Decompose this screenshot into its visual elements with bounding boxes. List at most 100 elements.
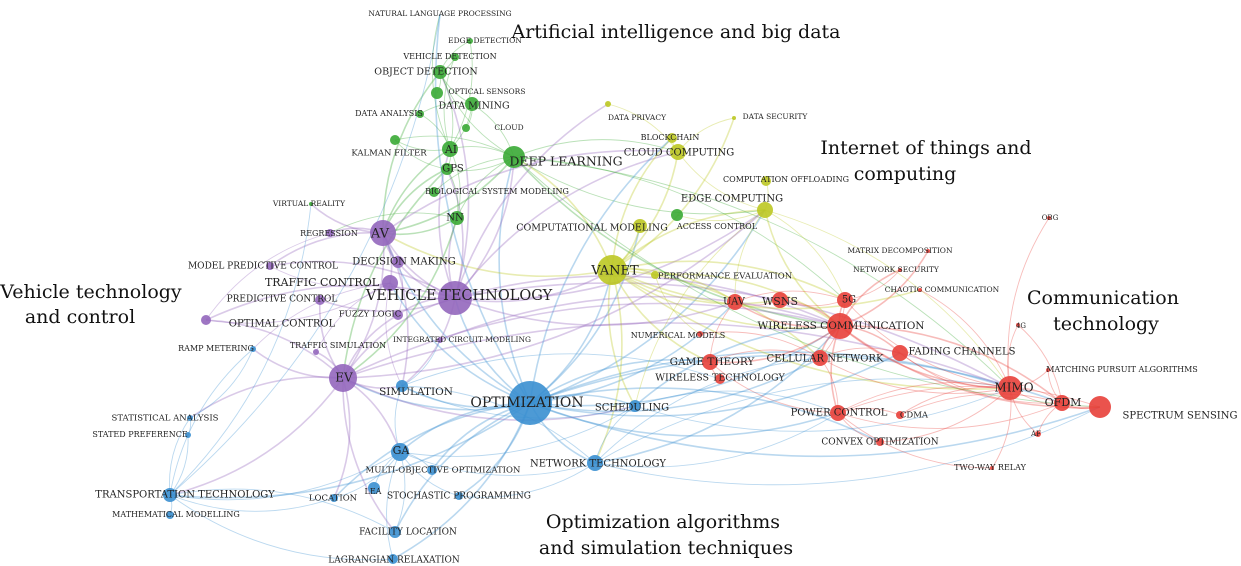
node-4g[interactable]	[1016, 323, 1020, 327]
node-matrix-decomposition[interactable]	[926, 249, 930, 253]
node-convex-optimization[interactable]	[876, 438, 884, 446]
term-label-vehicle-technology: VEHICLE TECHNOLOGY	[365, 288, 553, 304]
term-label-ai: AI	[444, 143, 457, 156]
edge-ofdm-to-cdma	[899, 393, 1063, 416]
node-ga[interactable]	[391, 443, 409, 461]
term-label-model-predictive-control: MODEL PREDICTIVE CONTROL	[188, 262, 338, 272]
node-vehicle-technology[interactable]	[438, 281, 472, 315]
node-edge-computing[interactable]	[757, 202, 773, 218]
node-cellular-network[interactable]	[812, 350, 828, 366]
node-av[interactable]	[370, 220, 396, 246]
node-wireless-technology[interactable]	[715, 374, 725, 384]
node-game-theory[interactable]	[702, 354, 718, 370]
node-two-way-relay[interactable]	[990, 466, 994, 470]
node-ofdm[interactable]	[1054, 395, 1070, 411]
edge-optimization-to-convex-optimization	[529, 387, 881, 443]
node-simulation[interactable]	[396, 380, 408, 392]
node-biological-system-modeling[interactable]	[429, 187, 439, 197]
node-spectrum-sensing[interactable]	[1089, 396, 1111, 418]
edge-vanet-to-game-theory	[611, 269, 711, 363]
node-traffic-control[interactable]	[382, 275, 398, 291]
node-blockchain[interactable]	[667, 133, 677, 143]
node-wsns[interactable]	[772, 292, 788, 308]
node-ai[interactable]	[442, 141, 458, 157]
node-mimo[interactable]	[998, 376, 1022, 400]
node-scheduling[interactable]	[629, 400, 641, 412]
node-integrated-circuit-modeling[interactable]	[437, 337, 443, 343]
node-edge-detection[interactable]	[467, 38, 473, 44]
edge-network-technology-to-spectrum-sensing	[594, 406, 1101, 486]
edge-transportation-technology-to-statistical-analysis	[169, 417, 191, 496]
term-label-network-security: NETWORK SECURITY	[853, 265, 940, 274]
node-power-control[interactable]	[830, 405, 846, 421]
node-lagrangian-relaxation[interactable]	[388, 554, 398, 564]
node-network-security[interactable]	[898, 268, 902, 272]
node-chaotic-communication[interactable]	[918, 288, 922, 292]
node-model-predictive-control[interactable]	[266, 262, 274, 270]
node-ev[interactable]	[329, 364, 357, 392]
node-af[interactable]	[1035, 431, 1041, 437]
node-data-analysis[interactable]	[416, 110, 424, 118]
node-mathematical-modelling[interactable]	[166, 511, 174, 519]
node-transportation-technology[interactable]	[163, 488, 177, 502]
node-access-control[interactable]	[671, 209, 683, 221]
node-optical-sensors[interactable]	[431, 87, 443, 99]
edge-deep-learning-to-av	[382, 156, 515, 234]
node-computation-offloading[interactable]	[761, 176, 771, 186]
node-network-technology[interactable]	[587, 455, 603, 471]
node-kalman-filter[interactable]	[390, 135, 400, 145]
node-gps[interactable]	[441, 163, 453, 175]
node-optimization[interactable]	[508, 381, 552, 425]
edge-simulation-to-wireless-technology	[401, 353, 721, 387]
node-uav[interactable]	[727, 294, 743, 310]
edge-edge-computing-to-access-control	[676, 209, 766, 222]
node-object-detection[interactable]	[433, 65, 447, 79]
term-label-5g: 5G	[842, 295, 856, 306]
node-computational-modeling[interactable]	[633, 219, 647, 233]
edge-optimization-to-spectrum-sensing	[529, 402, 1101, 458]
node-stated-preference[interactable]	[185, 432, 191, 438]
term-label-mathematical-modelling: MATHEMATICAL MODELLING	[112, 510, 240, 519]
node-5g[interactable]	[837, 292, 853, 308]
node-performance-evaluation[interactable]	[651, 271, 659, 279]
node-cloud[interactable]	[462, 124, 470, 132]
node-vehicle-detection[interactable]	[451, 53, 459, 61]
node-data-mining[interactable]	[465, 97, 479, 111]
node-data-security[interactable]	[732, 116, 736, 120]
term-label-computational-modeling: COMPUTATIONAL MODELING	[516, 223, 668, 234]
edge-transportation-technology-to-lagrangian-relaxation	[169, 494, 394, 561]
node-vanet[interactable]	[597, 255, 627, 285]
node-matching-pursuit-algorithms[interactable]	[1046, 368, 1050, 372]
node-facility-location[interactable]	[389, 526, 401, 538]
node-predictive-control[interactable]	[315, 295, 325, 305]
node-regression[interactable]	[326, 229, 334, 237]
node-optimal-control[interactable]	[201, 315, 211, 325]
edge-av-to-cloud-computing	[382, 149, 679, 234]
term-label-ev: EV	[335, 371, 353, 385]
node-cdma[interactable]	[896, 411, 904, 419]
node-decision-making[interactable]	[392, 256, 404, 268]
node-fading-channels[interactable]	[892, 345, 908, 361]
node-ramp-metering[interactable]	[250, 346, 256, 352]
node-lea[interactable]	[368, 482, 380, 494]
node-wireless-communication[interactable]	[827, 313, 853, 339]
node-deep-learning[interactable]	[503, 146, 525, 168]
node-obg[interactable]	[1047, 216, 1051, 220]
term-label-virtual-reality: VIRTUAL REALITY	[272, 199, 346, 208]
node-stochastic-programming[interactable]	[455, 492, 463, 500]
node-traffic-simulation[interactable]	[313, 349, 319, 355]
node-data-privacy[interactable]	[605, 101, 611, 107]
node-multi-objective-optimization[interactable]	[427, 465, 437, 475]
edge-optimization-to-location	[333, 402, 531, 499]
node-fuzzy-logic[interactable]	[393, 310, 403, 320]
node-location[interactable]	[330, 494, 338, 502]
node-cloud-computing[interactable]	[670, 144, 686, 160]
node-statistical-analysis[interactable]	[187, 415, 193, 421]
node-nn[interactable]	[450, 211, 464, 225]
node-virtual-reality[interactable]	[309, 202, 313, 206]
cluster-title-red: Communication technology	[1027, 287, 1185, 335]
edge-deep-learning-to-mimo	[513, 156, 1011, 389]
node-numerical-models[interactable]	[697, 331, 703, 337]
edge-vehicle-technology-to-object-detection	[439, 71, 470, 299]
edge-vanet-to-5g	[611, 260, 846, 301]
